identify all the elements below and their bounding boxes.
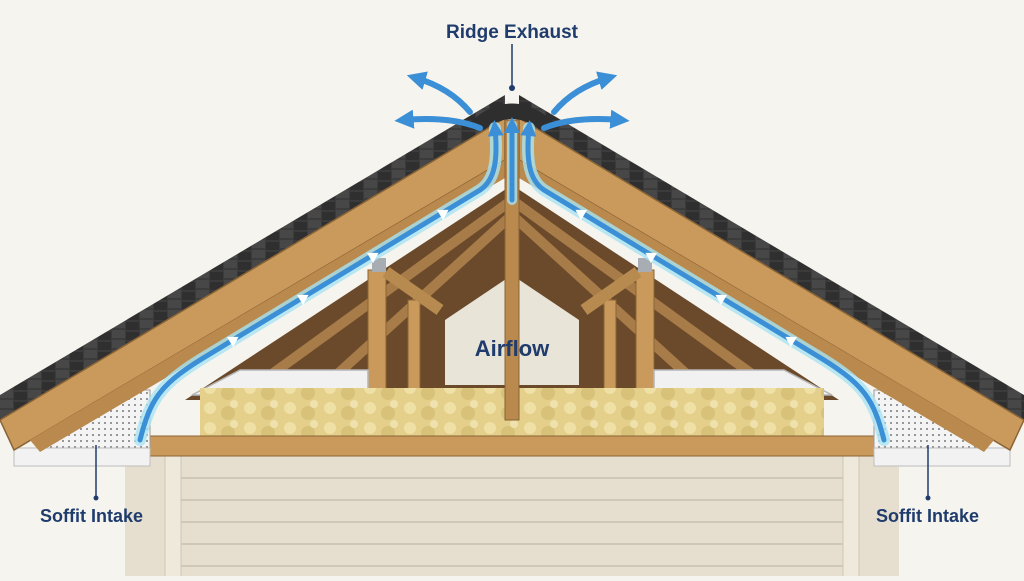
leader-dots bbox=[93, 85, 931, 501]
roof-deck-left bbox=[30, 160, 505, 452]
soffit-intake-right-label: Soffit Intake bbox=[876, 506, 980, 526]
airflow-label: Airflow bbox=[474, 336, 550, 361]
curved-arrow-icon bbox=[551, 71, 618, 115]
curved-arrow-icon bbox=[394, 109, 483, 131]
exhaust-arrows bbox=[394, 71, 630, 131]
roof-shingles-right bbox=[519, 95, 1024, 420]
roof-shingles-left bbox=[0, 95, 505, 420]
soffit-intake-left-label: Soffit Intake bbox=[40, 506, 144, 526]
flow-chevrons bbox=[226, 209, 798, 348]
diagonal-braces bbox=[382, 267, 642, 315]
curved-arrow-icon bbox=[406, 71, 473, 115]
chevron-up-icon bbox=[575, 209, 588, 221]
chevron-up-icon bbox=[785, 336, 798, 348]
leader-lines bbox=[95, 44, 929, 498]
ceiling-joist bbox=[149, 435, 875, 457]
airflow-path-left bbox=[137, 120, 504, 443]
chevron-up-icon bbox=[715, 294, 728, 306]
ridge-exhaust-label: Ridge Exhaust bbox=[446, 22, 578, 43]
curved-arrow-icon bbox=[541, 109, 630, 131]
chevron-up-icon bbox=[366, 252, 379, 264]
fascia-right bbox=[873, 447, 1011, 467]
chevron-up-icon bbox=[226, 336, 239, 348]
chevron-up-icon bbox=[436, 209, 449, 221]
fascia-left bbox=[13, 447, 151, 467]
roof-deck-right bbox=[519, 160, 994, 452]
chevron-up-icon bbox=[645, 252, 658, 264]
airflow-paths bbox=[134, 116, 890, 446]
corner-trim-left bbox=[164, 454, 182, 581]
airflow-path-right bbox=[520, 120, 887, 443]
corner-trim-right bbox=[842, 454, 860, 581]
chevron-up-icon bbox=[296, 294, 309, 306]
house-wall bbox=[125, 454, 899, 581]
siding-lines bbox=[180, 477, 845, 567]
